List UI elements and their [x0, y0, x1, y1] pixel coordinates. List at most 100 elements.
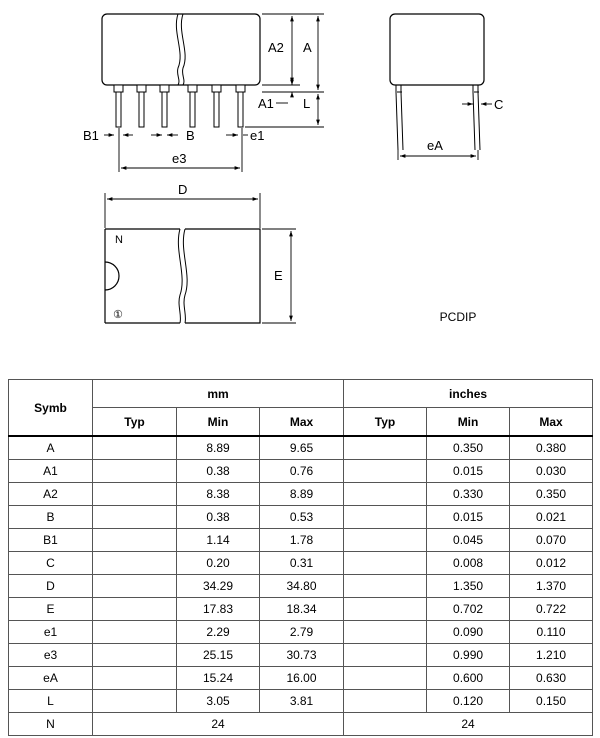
- cell-symb: C: [8, 551, 93, 575]
- header-in-min: Min: [426, 407, 511, 437]
- cell-in-max: 0.380: [509, 435, 594, 460]
- label-e3: e3: [172, 151, 186, 166]
- cell-mm-typ: [92, 574, 177, 598]
- cell-in-typ: [343, 482, 428, 506]
- side-view-dimensions: [104, 13, 324, 172]
- cell-mm-max: 0.31: [258, 551, 345, 575]
- cell-symb: e3: [8, 643, 93, 667]
- break-line: [182, 228, 188, 324]
- cell-mm-typ: [92, 528, 177, 552]
- label-eA: eA: [427, 138, 443, 153]
- cell-symb: A: [8, 435, 93, 460]
- label-A1: A1: [258, 96, 274, 111]
- cell-in-max: 0.722: [509, 597, 594, 621]
- cell-mm-typ: [92, 689, 177, 713]
- cell-mm-min: 25.15: [176, 643, 260, 667]
- label-D: D: [178, 182, 187, 197]
- header-inches: inches: [343, 379, 594, 408]
- cell-in-min: 0.045: [426, 528, 511, 552]
- cell-mm-pin-count: 24: [91, 712, 345, 736]
- cell-mm-typ: [92, 597, 177, 621]
- cell-mm-typ: [92, 620, 177, 644]
- package-name: PCDIP: [439, 310, 477, 324]
- cell-mm-typ: [92, 666, 177, 690]
- header-mm: mm: [91, 379, 345, 408]
- break-line: [177, 228, 183, 324]
- header-mm-max: Max: [258, 407, 345, 437]
- cell-mm-max: 34.80: [258, 574, 345, 598]
- cell-in-min: 0.090: [426, 620, 511, 644]
- cell-in-min: 0.702: [426, 597, 511, 621]
- cell-mm-max: 16.00: [258, 666, 345, 690]
- cell-mm-min: 0.38: [176, 505, 260, 529]
- pin1-marker: ①: [113, 309, 123, 321]
- cell-mm-max: 2.79: [258, 620, 345, 644]
- top-view-dimensions: [104, 193, 296, 324]
- cell-mm-typ: [92, 551, 177, 575]
- cell-mm-typ: [92, 435, 177, 460]
- cell-in-max: 0.021: [509, 505, 594, 529]
- cell-mm-min: 1.14: [176, 528, 260, 552]
- cell-in-typ: [343, 528, 428, 552]
- label-B: B: [186, 128, 195, 143]
- cell-mm-typ: [92, 459, 177, 483]
- notch: [104, 261, 120, 291]
- cell-in-max: 0.070: [509, 528, 594, 552]
- cell-mm-min: 17.83: [176, 597, 260, 621]
- package-body: [101, 13, 261, 86]
- cell-mm-max: 9.65: [258, 435, 345, 460]
- end-view-dimensions: [397, 102, 492, 160]
- cell-in-max: 0.350: [509, 482, 594, 506]
- cell-in-typ: [343, 643, 428, 667]
- cell-in-typ: [343, 435, 428, 460]
- header-in-max: Max: [509, 407, 594, 437]
- label-L: L: [303, 96, 310, 111]
- cell-symb: D: [8, 574, 93, 598]
- header-in-typ: Typ: [343, 407, 428, 437]
- cell-in-min: 0.330: [426, 482, 511, 506]
- end-view: [389, 13, 485, 151]
- cell-mm-max: 30.73: [258, 643, 345, 667]
- cell-in-max: 0.030: [509, 459, 594, 483]
- cell-mm-typ: [92, 505, 177, 529]
- break-line: [180, 13, 186, 86]
- cell-in-max: 1.370: [509, 574, 594, 598]
- header-mm-min: Min: [176, 407, 260, 437]
- cell-mm-min: 0.38: [176, 459, 260, 483]
- cell-mm-typ: [92, 482, 177, 506]
- cell-in-pin-count: 24: [343, 712, 594, 736]
- label-N: N: [115, 234, 123, 246]
- break-line: [175, 13, 181, 86]
- cell-symb: N: [8, 712, 93, 736]
- cell-in-min: 0.350: [426, 435, 511, 460]
- package-drawing: A2 A A1 L B1 B e1 e3 C eA: [83, 13, 503, 324]
- pins: [113, 84, 246, 128]
- table-row: N 24 24: [8, 712, 594, 736]
- cell-mm-max: 18.34: [258, 597, 345, 621]
- cell-in-min: 0.015: [426, 459, 511, 483]
- cell-mm-max: 3.81: [258, 689, 345, 713]
- cell-symb: e1: [8, 620, 93, 644]
- cell-mm-typ: [92, 643, 177, 667]
- table-row: B1 1.14 1.78 0.045 0.070: [8, 528, 594, 552]
- side-view: [101, 13, 261, 128]
- cell-mm-min: 3.05: [176, 689, 260, 713]
- table-row: D 34.29 34.80 1.350 1.370: [8, 574, 594, 598]
- cell-in-typ: [343, 574, 428, 598]
- table-row: A2 8.38 8.89 0.330 0.350: [8, 482, 594, 506]
- cell-mm-min: 0.20: [176, 551, 260, 575]
- cell-in-min: 0.990: [426, 643, 511, 667]
- cell-in-min: 0.015: [426, 505, 511, 529]
- table-row: eA 15.24 16.00 0.600 0.630: [8, 666, 594, 690]
- cell-mm-min: 34.29: [176, 574, 260, 598]
- cell-in-typ: [343, 620, 428, 644]
- cell-mm-min: 8.38: [176, 482, 260, 506]
- cell-mm-min: 15.24: [176, 666, 260, 690]
- label-B1: B1: [83, 128, 99, 143]
- table-row: e3 25.15 30.73 0.990 1.210: [8, 643, 594, 667]
- cell-in-max: 1.210: [509, 643, 594, 667]
- cell-in-min: 0.008: [426, 551, 511, 575]
- cell-symb: E: [8, 597, 93, 621]
- top-view-body: [105, 228, 261, 324]
- table-row: e1 2.29 2.79 0.090 0.110: [8, 620, 594, 644]
